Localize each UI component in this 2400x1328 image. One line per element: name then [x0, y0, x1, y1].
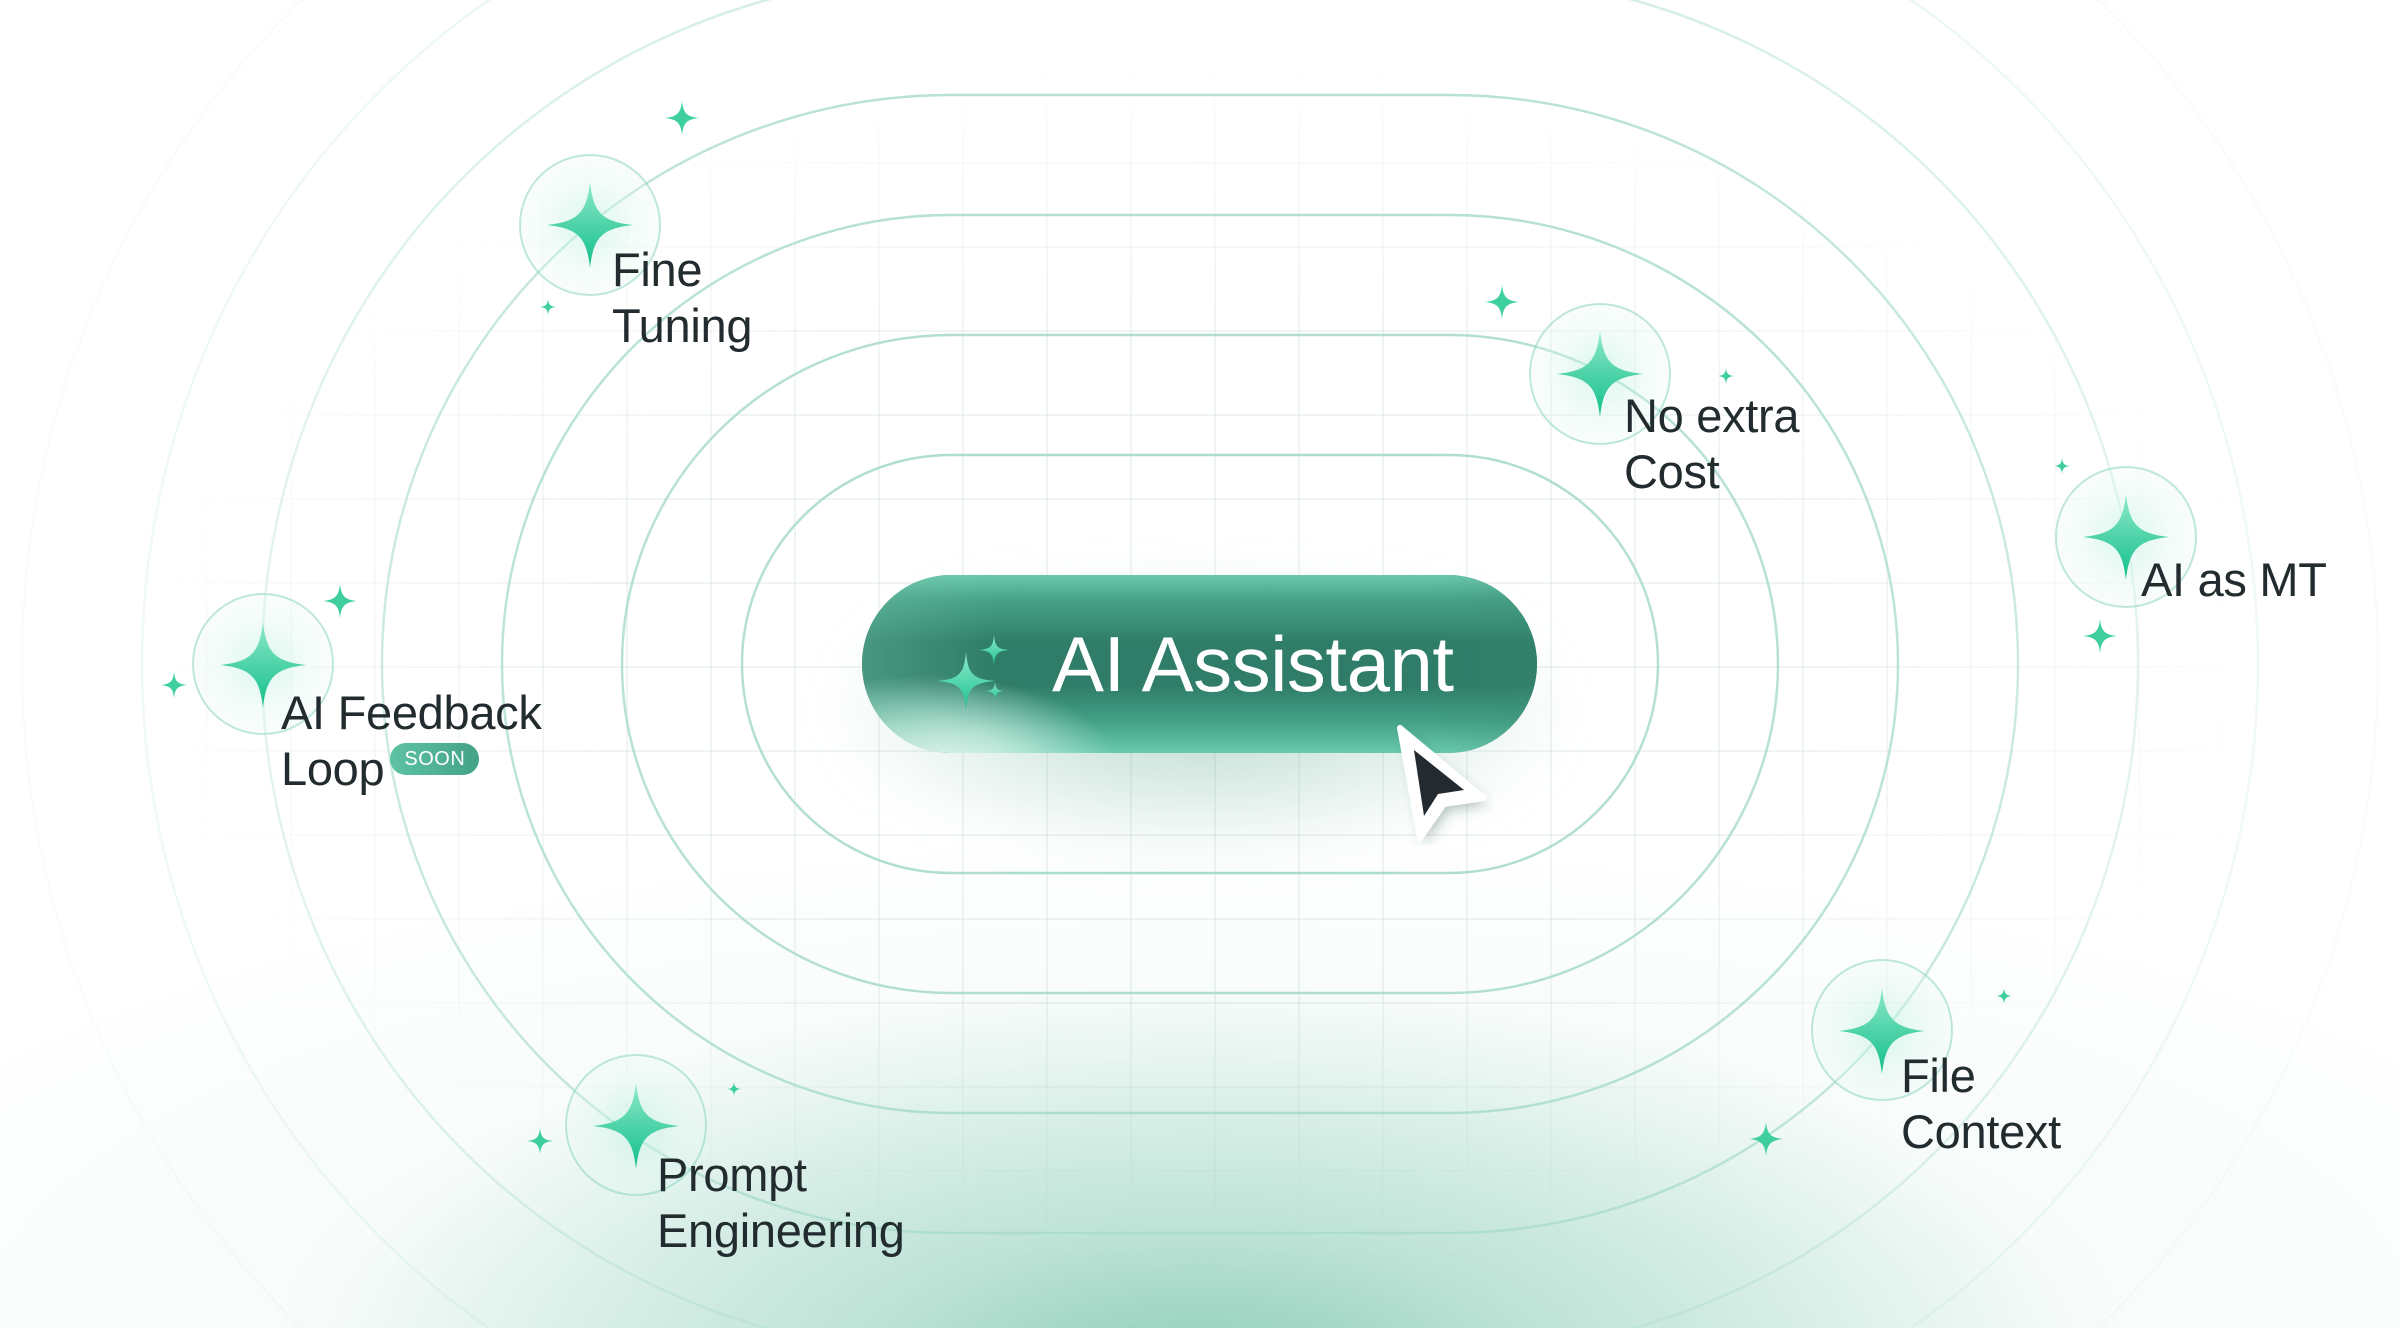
feature-label-line: File [1901, 1049, 1976, 1102]
sparkle-tiny-icon [1718, 368, 1734, 384]
sparkle-small-icon [323, 584, 357, 618]
sparkle-small-icon [665, 101, 699, 135]
sparkle-icon [593, 1083, 679, 1169]
feature-label-line: No extra [1624, 389, 1800, 442]
sparkle-tiny-icon [540, 299, 556, 315]
ring-7 [21, 0, 2379, 1328]
sparkle-small-icon [1749, 1122, 1783, 1156]
feature-label-line: AI Feedback [281, 686, 542, 739]
feature-label: Fine Tuning [612, 242, 752, 354]
sparkle-tiny-icon [727, 1082, 741, 1096]
feature-label-line: Prompt [657, 1148, 807, 1201]
sparkle-tiny-icon [2054, 458, 2070, 474]
button-edge-shade [862, 575, 1537, 753]
sparkle-small-icon [527, 1128, 553, 1154]
ring-3 [500, 213, 1900, 1115]
sparkle-icon [220, 622, 306, 708]
ring-6 [140, 0, 2260, 1328]
feature-label-text: Loop [281, 742, 385, 795]
sparkle-icon [1557, 331, 1643, 417]
ring-1 [740, 453, 1660, 875]
ring-4 [380, 93, 2020, 1235]
sparkle-icon [1839, 988, 1925, 1074]
sparkle-icon [2083, 494, 2169, 580]
ai-assistant-button[interactable]: AI Assistant [862, 575, 1537, 753]
sparkle-icon [547, 182, 633, 268]
feature-label-line: Fine [612, 243, 703, 296]
feature-label: File Context [1901, 1048, 2061, 1160]
soon-badge: SOON [390, 742, 480, 775]
sparkle-small-icon [1485, 285, 1519, 319]
sparkle-small-icon [2083, 619, 2117, 653]
button-highlight [862, 575, 1537, 753]
cursor-arrow-icon [1397, 725, 1488, 844]
sparkles-icon [936, 634, 1010, 711]
sparkle-tiny-icon [1996, 988, 2012, 1004]
feature-label-line: Cost [1624, 445, 1720, 498]
feature-label-line: Engineering [657, 1204, 905, 1257]
feature-label: No extra Cost [1624, 388, 1800, 500]
feature-label: Prompt Engineering [657, 1147, 905, 1259]
sparkle-tiny-icon [161, 672, 187, 698]
feature-label: AI as MT [2141, 552, 2327, 608]
feature-label-line: Tuning [612, 299, 753, 352]
ai-assistant-label: AI Assistant [1052, 620, 1454, 708]
feature-label-line: AI as MT [2141, 553, 2327, 606]
ring-2 [620, 333, 1780, 995]
feature-label-line: Context [1901, 1105, 2061, 1158]
